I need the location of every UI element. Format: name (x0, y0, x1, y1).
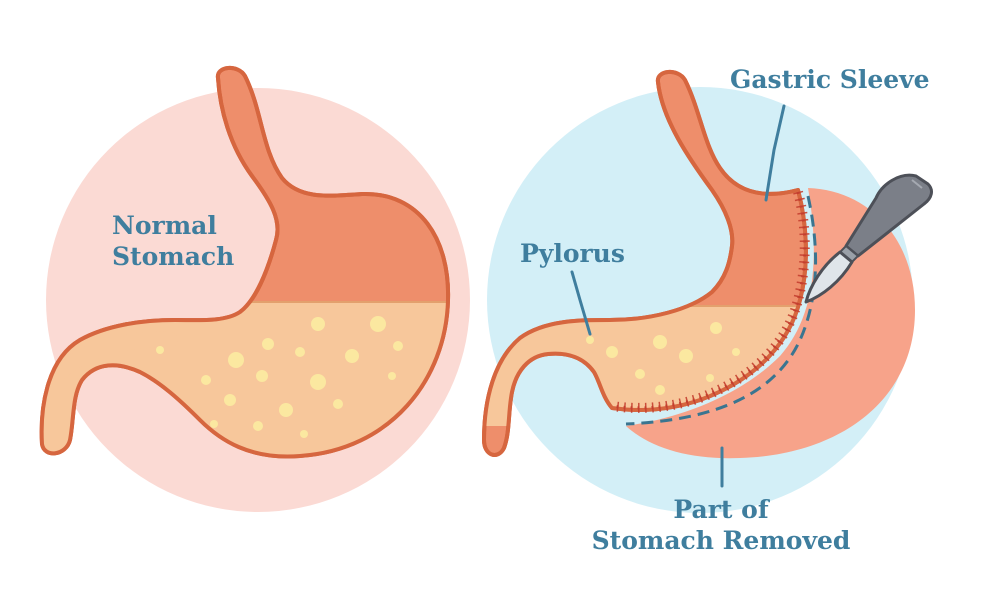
removed-stomach-label-line1: Part of (673, 495, 769, 524)
gastric-sleeve-label: Gastric Sleeve (730, 65, 930, 94)
sleeve-pointer (764, 104, 786, 202)
pylorus-label: Pylorus (520, 239, 625, 268)
normal-stomach-label-line1: Normal (112, 211, 217, 240)
normal-stomach-label-line2: Stomach (112, 242, 235, 271)
pylorus-pointer (570, 270, 592, 336)
cut-line (625, 195, 818, 426)
normal-stomach-label: Normal Stomach (112, 210, 234, 272)
removed-stomach-label-line2: Stomach Removed (591, 526, 851, 555)
sleeve-food-particles (586, 322, 740, 395)
scalpel-icon (804, 173, 933, 304)
removed-stomach-label: Part of Stomach Removed (584, 494, 858, 556)
food-particles (156, 316, 403, 438)
